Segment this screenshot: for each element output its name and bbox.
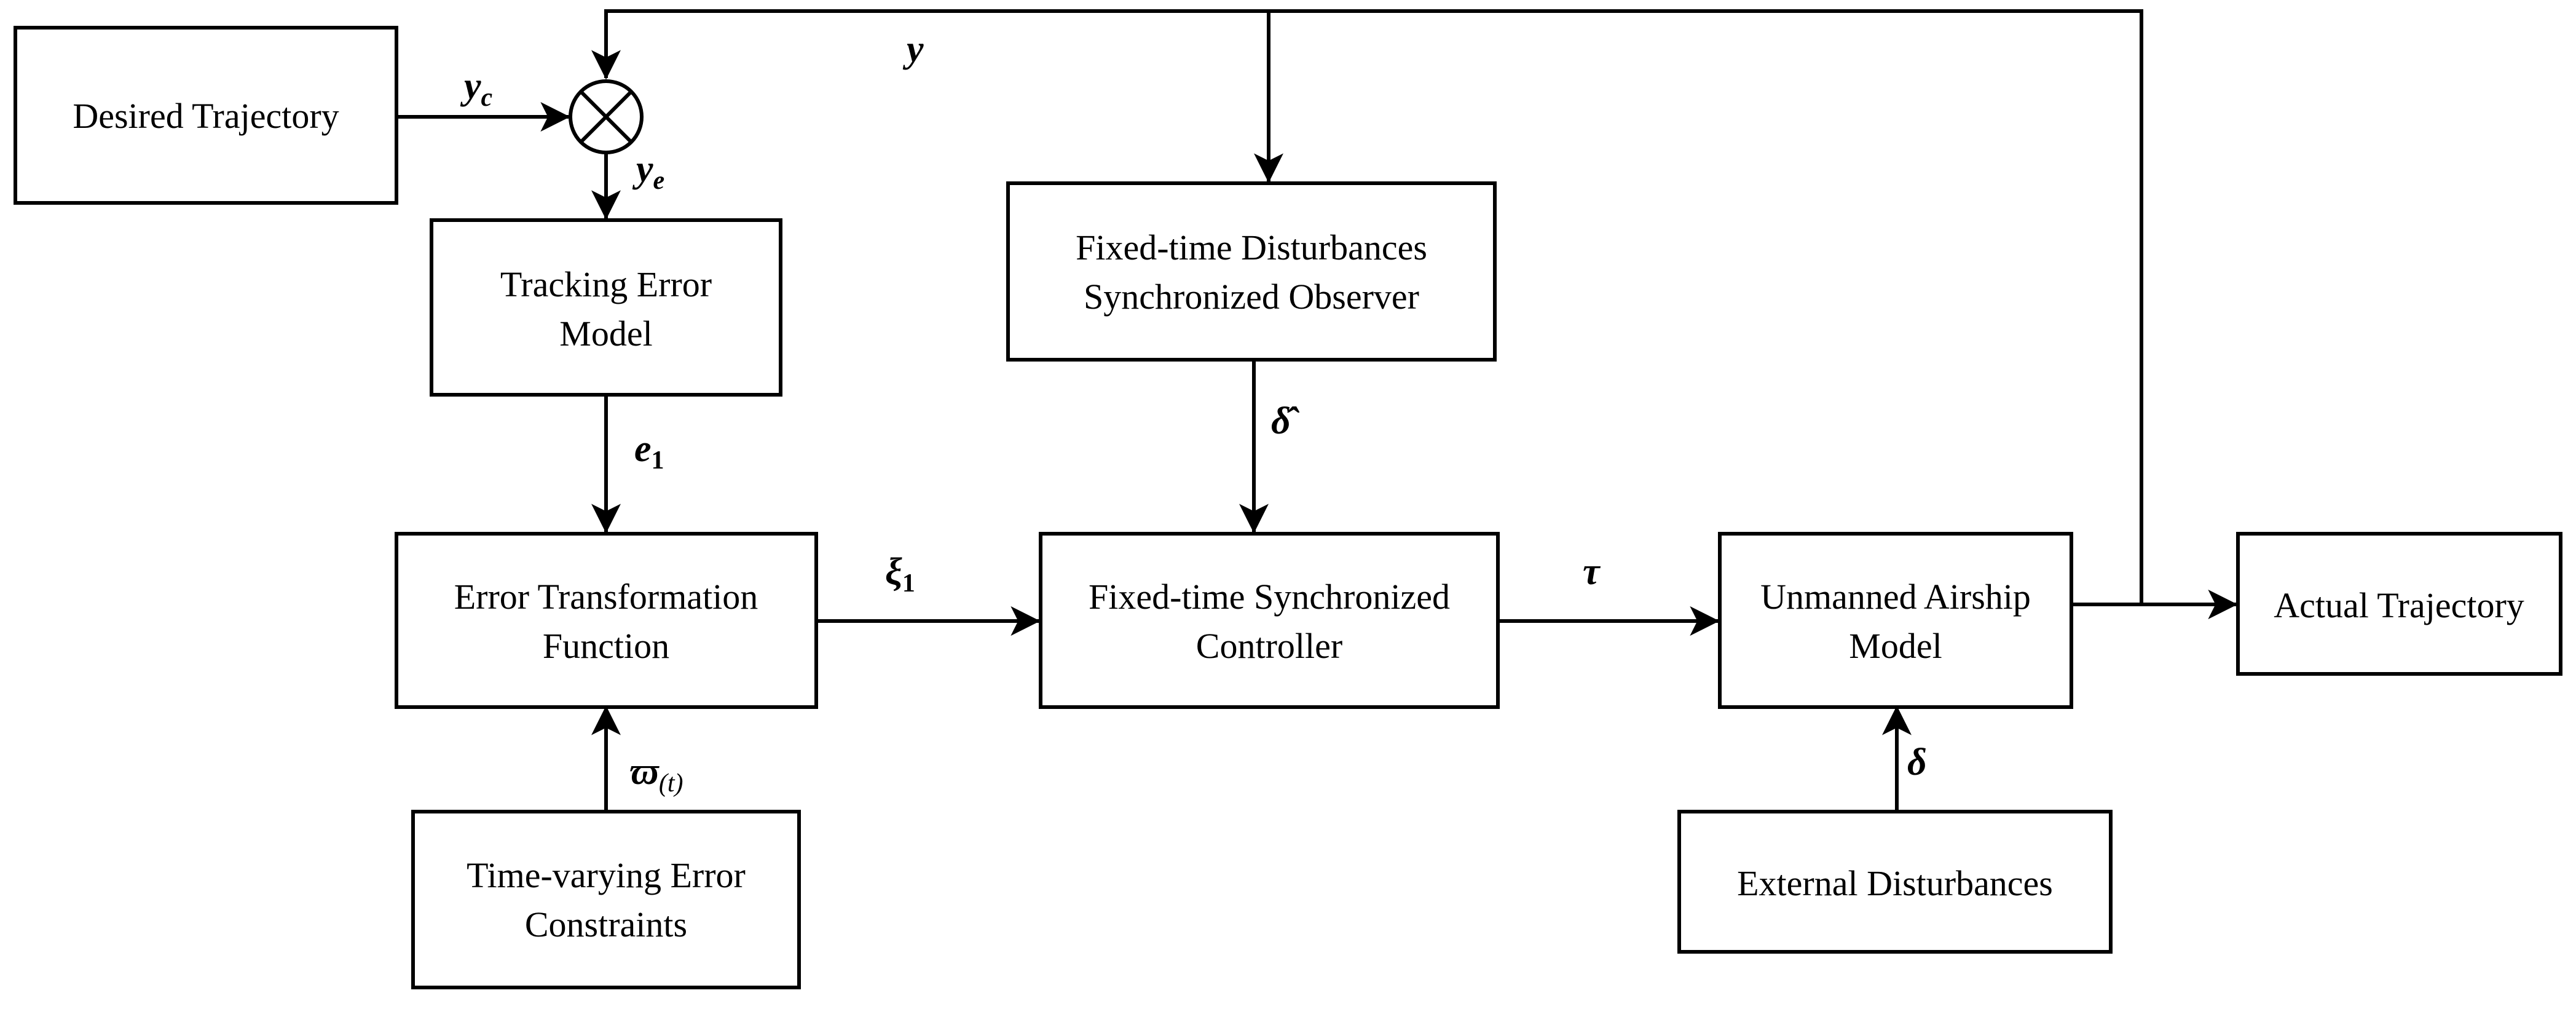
signal-label-e1-sub: 1 [652, 446, 664, 475]
signal-label-tau: τ [1583, 551, 1601, 593]
signal-label-xi1-sub: 1 [902, 569, 915, 598]
block-actual-trajectory-label: Actual Trajectory [2274, 585, 2524, 625]
block-time-varying-constraints-line1: Time-varying Error [467, 855, 746, 895]
block-controller: Fixed-time Synchronized Controller [1039, 532, 1500, 709]
signal-label-varpi-sub: (t) [659, 769, 683, 797]
block-external-disturbances: External Disturbances [1677, 810, 2113, 954]
block-tracking-error-model-line2: Model [559, 314, 652, 354]
block-error-transformation-line1: Error Transformation [454, 577, 758, 617]
block-tracking-error-model: Tracking Error Model [430, 218, 782, 397]
signal-label-ye-base: y [632, 148, 653, 190]
signal-label-e1: e1 [634, 428, 664, 475]
block-desired-trajectory-label: Desired Trajectory [73, 96, 339, 136]
signal-label-varpi-base: ϖ [630, 751, 660, 793]
signal-label-e1-base: e [634, 428, 652, 470]
signal-label-yc-base: y [460, 65, 481, 107]
block-external-disturbances-label: External Disturbances [1737, 863, 2053, 903]
block-error-transformation-line2: Function [543, 626, 669, 666]
block-actual-trajectory: Actual Trajectory [2236, 532, 2562, 676]
signal-label-xi1-base: ξ [885, 551, 902, 593]
block-time-varying-constraints: Time-varying Error Constraints [411, 810, 801, 989]
block-observer-line1: Fixed-time Disturbances [1076, 228, 1427, 267]
block-time-varying-constraints-line2: Constraints [525, 904, 687, 944]
block-error-transformation: Error Transformation Function [395, 532, 818, 709]
block-observer-line2: Synchronized Observer [1084, 277, 1419, 317]
summing-junction [569, 79, 644, 154]
block-airship-model: Unmanned Airship Model [1718, 532, 2073, 709]
signal-label-y: y [902, 28, 924, 70]
block-tracking-error-model-line1: Tracking Error [500, 264, 712, 304]
block-observer: Fixed-time Disturbances Synchronized Obs… [1006, 181, 1497, 362]
signal-label-varpi: ϖ(t) [630, 751, 683, 797]
block-desired-trajectory: Desired Trajectory [14, 26, 398, 205]
wire-feedback-y [591, 9, 2143, 604]
signal-label-ye-sub: e [653, 167, 665, 195]
signal-label-yc-sub: c [481, 84, 493, 112]
block-airship-model-line2: Model [1849, 626, 1942, 666]
block-controller-line1: Fixed-time Synchronized [1089, 577, 1450, 617]
signal-label-delta-hat: δ̂ [1271, 400, 1300, 442]
signal-label-delta: δ [1907, 742, 1927, 783]
block-controller-line2: Controller [1196, 626, 1342, 666]
signal-label-ye: ye [632, 148, 664, 195]
signal-label-xi1: ξ1 [885, 551, 915, 598]
signal-label-yc: yc [460, 65, 493, 112]
block-airship-model-line1: Unmanned Airship [1760, 577, 2031, 617]
